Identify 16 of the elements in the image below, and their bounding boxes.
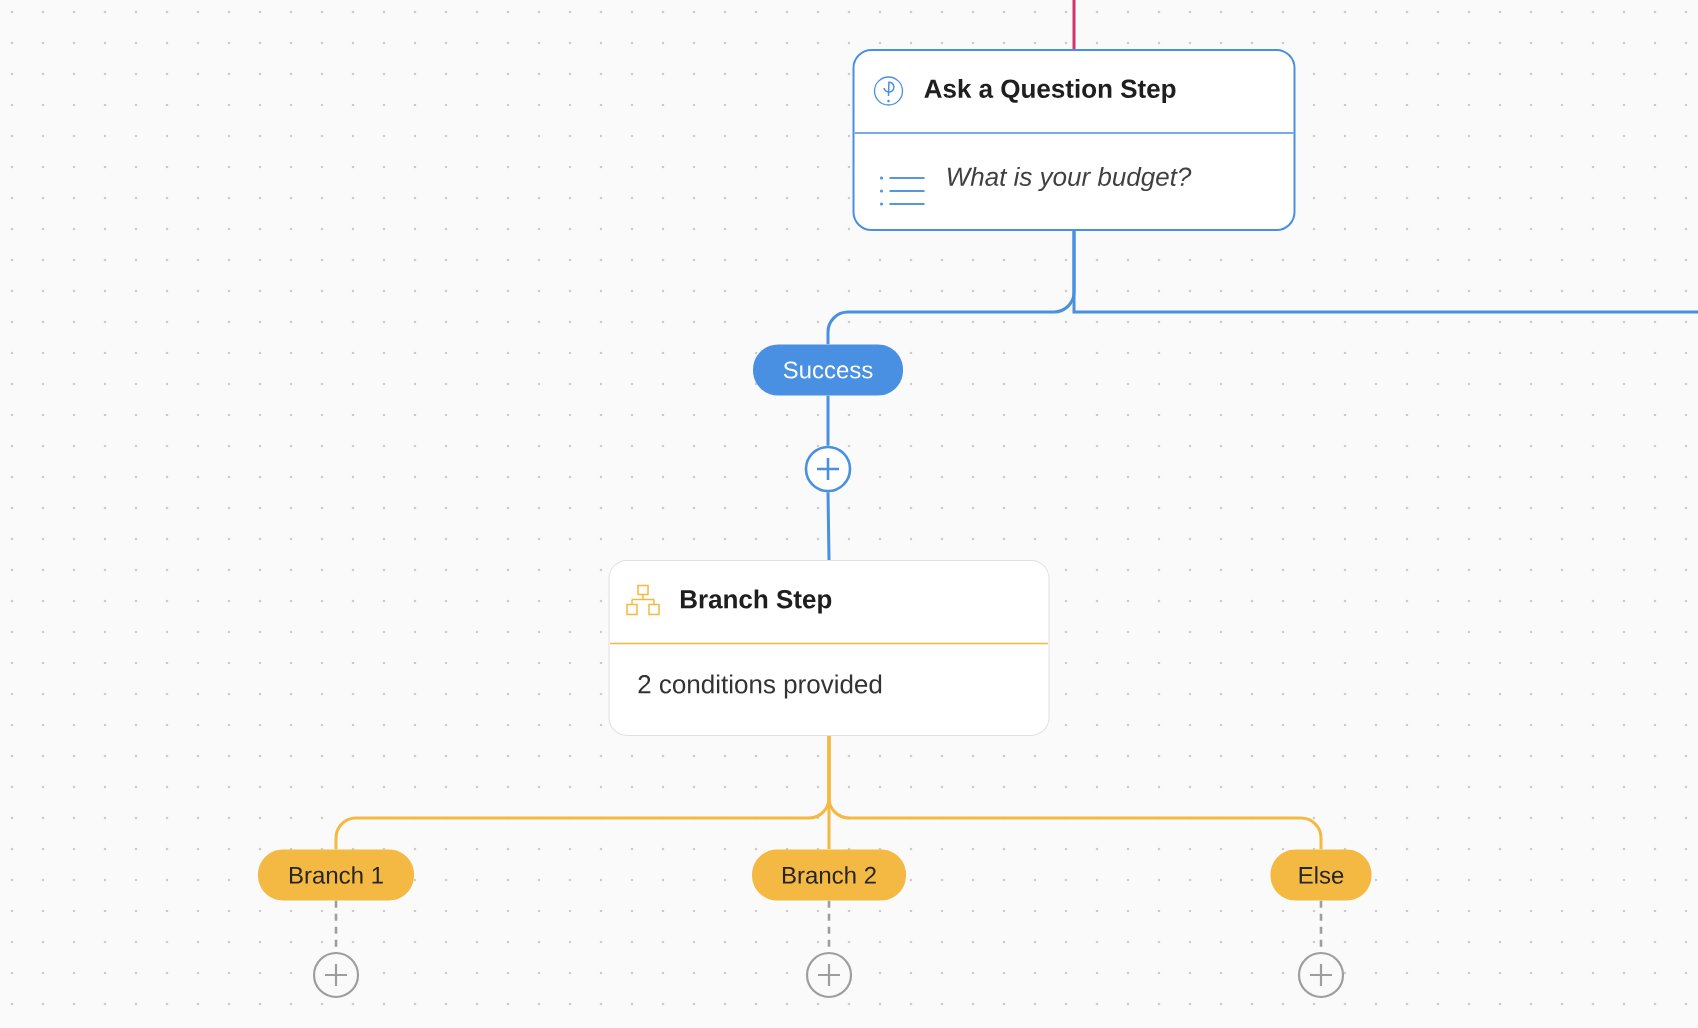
branch-pill: Else (1270, 849, 1372, 901)
card-body-text: 2 conditions provided (638, 674, 882, 699)
add-step-button (805, 951, 853, 999)
add-step-button (312, 951, 360, 999)
connector-line (1072, 231, 1698, 314)
connector-line (826, 492, 831, 561)
card-body-text: What is your budget? (947, 166, 1192, 192)
add-step-button (804, 445, 852, 493)
connector-line (827, 736, 1323, 850)
card-title: Branch Step (680, 589, 832, 614)
add-step-button (1297, 951, 1345, 999)
connector-line (1072, 0, 1076, 49)
question-card (852, 49, 1296, 231)
card-title: Ask a Question Step (924, 78, 1176, 104)
connector-line (826, 395, 830, 446)
branch-card (608, 560, 1050, 736)
